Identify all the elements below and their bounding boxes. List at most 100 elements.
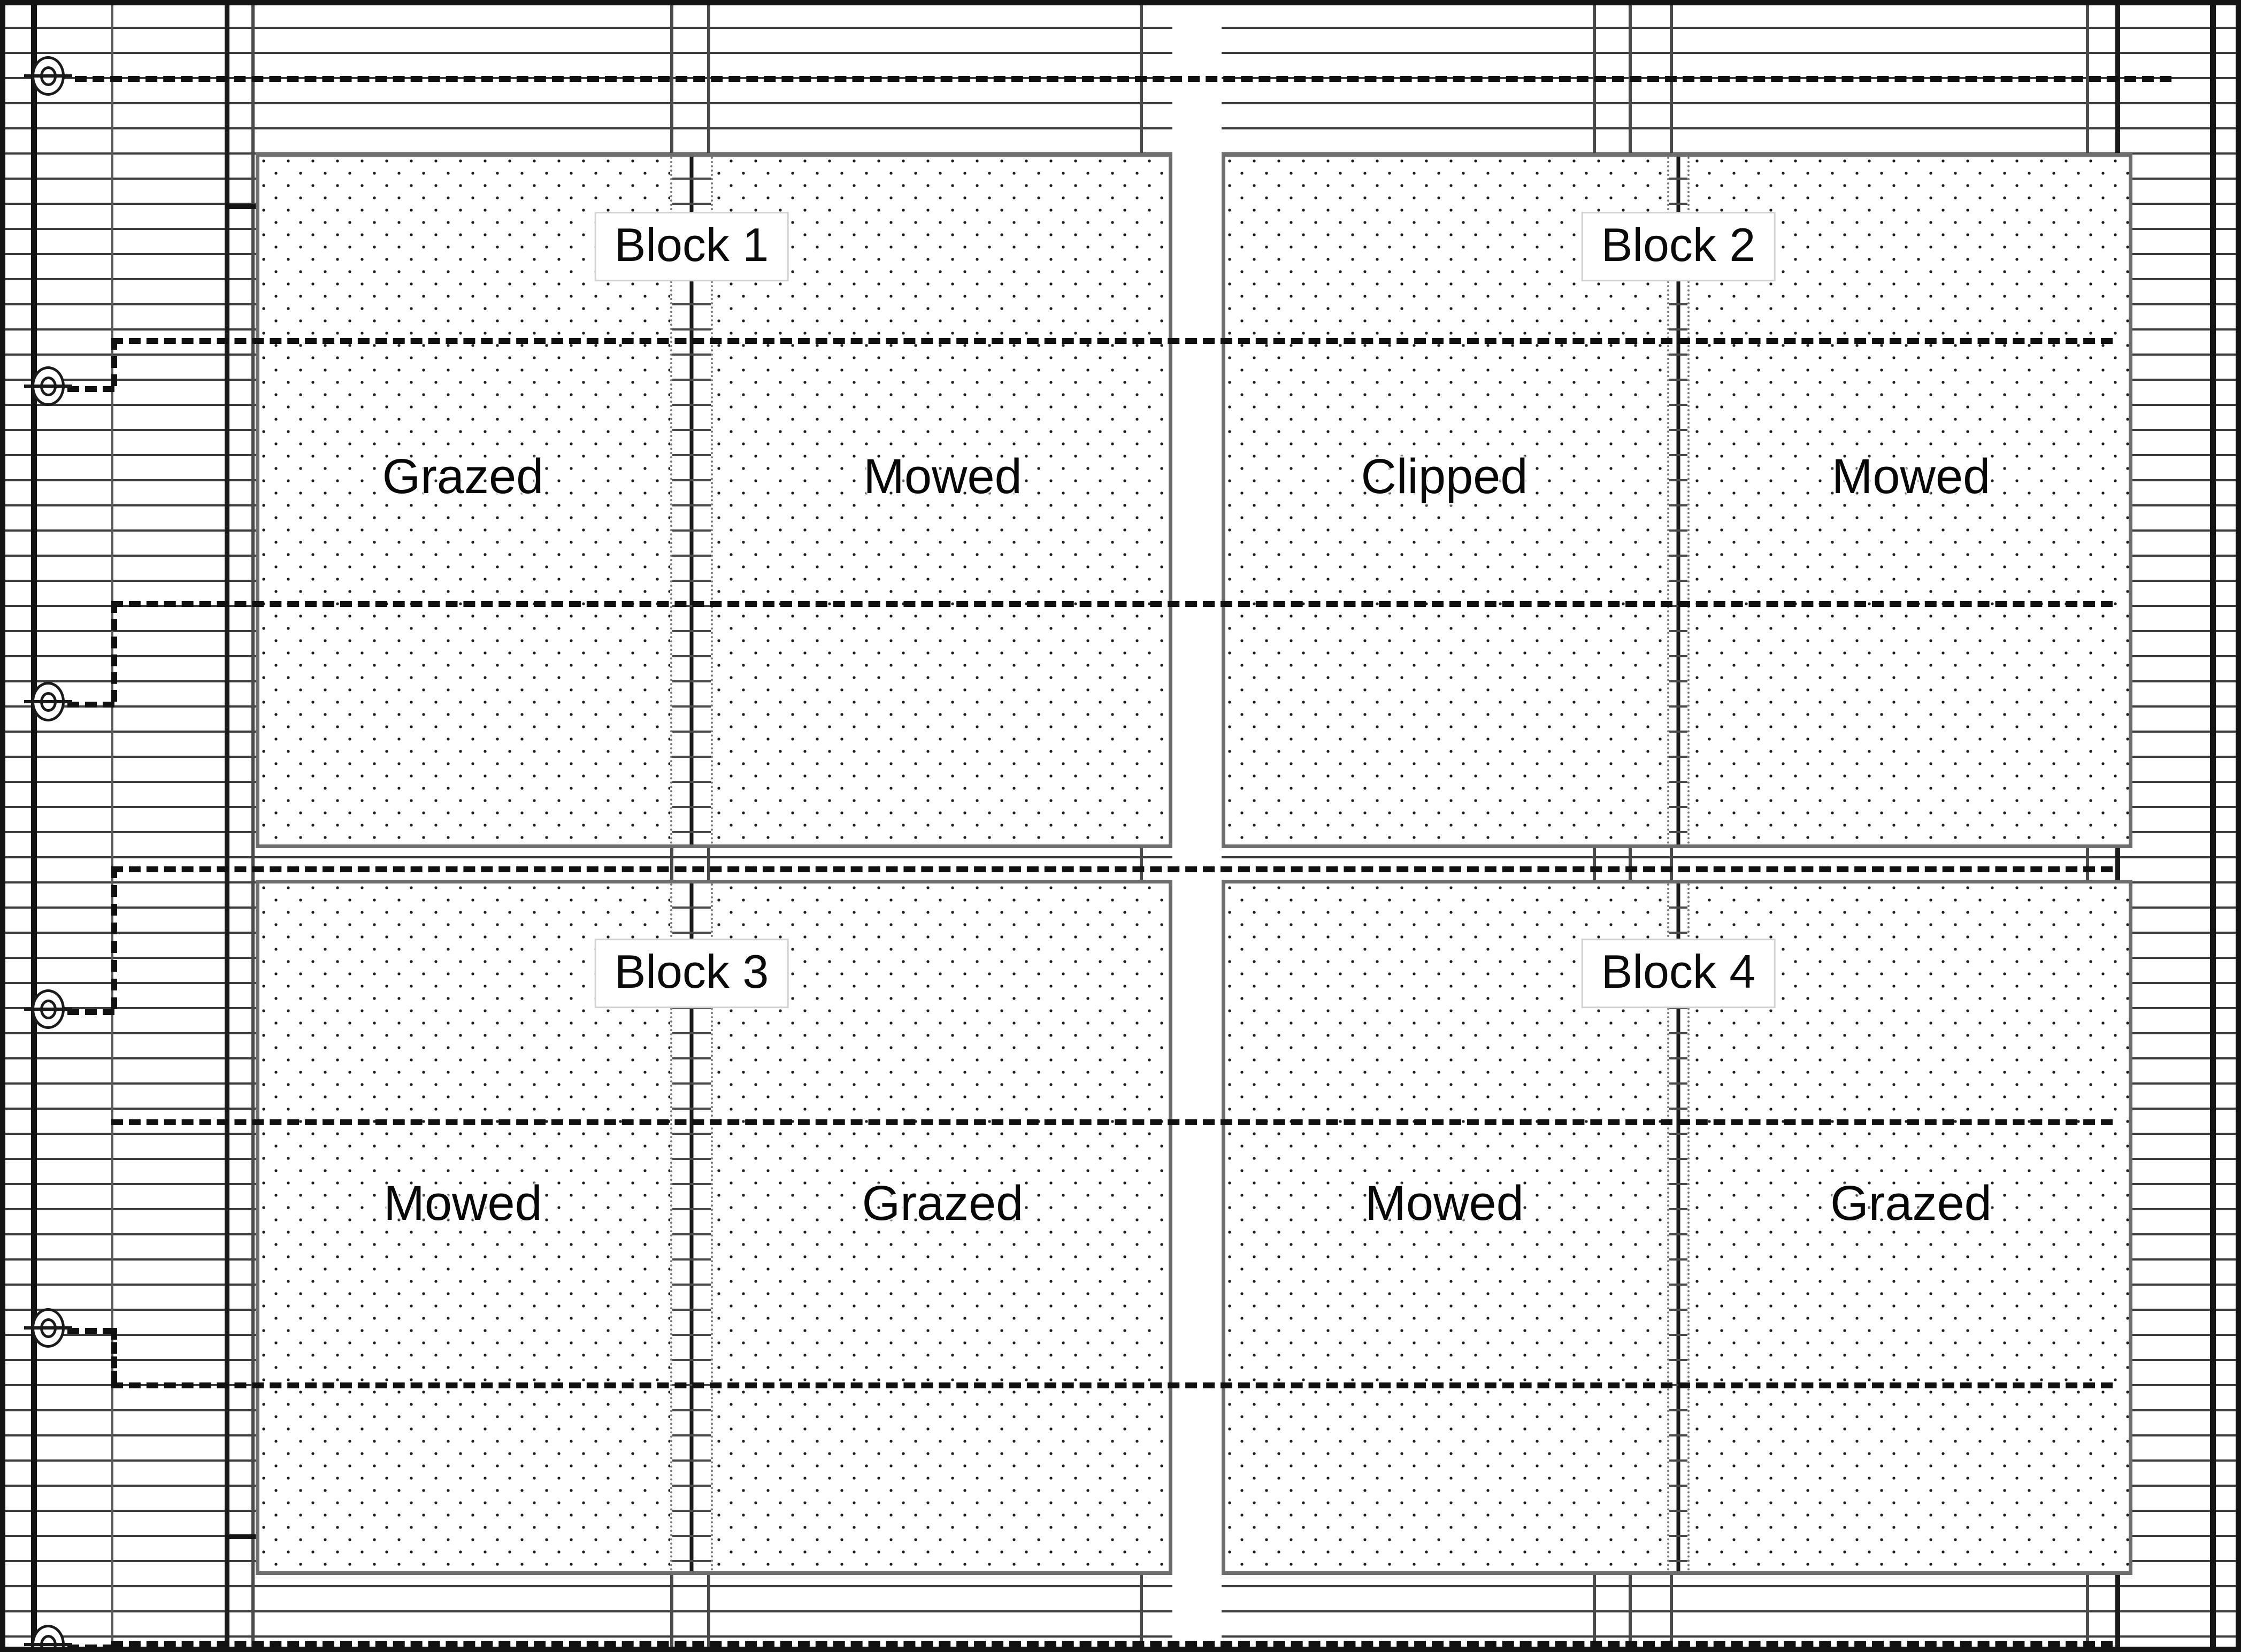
rule-line: [0, 856, 2241, 858]
lane-rule-line: [1669, 831, 1687, 833]
lane-rule-line: [672, 1032, 711, 1034]
lane-rule-line: [672, 354, 711, 356]
lane-rule-line: [672, 1233, 711, 1235]
rule-line: [0, 1610, 2241, 1612]
dashed-tie-line-stub: [67, 1645, 114, 1650]
lane-rule-line: [672, 1560, 711, 1562]
lane-rule-line: [1669, 1434, 1687, 1436]
lane-rule-line: [672, 1183, 711, 1185]
lane-rule-line: [672, 1258, 711, 1261]
lane-rule-line: [672, 1007, 711, 1009]
lane-rule-line: [672, 504, 711, 506]
dashed-tie-line-vertical: [111, 338, 117, 386]
lane-rule-line: [672, 655, 711, 657]
lane-rule-line: [672, 781, 711, 783]
lane-rule-line: [672, 932, 711, 934]
lane-rule-line: [672, 1535, 711, 1537]
lane-rule-line: [1669, 1183, 1687, 1185]
dashed-tie-line-stub: [67, 386, 114, 392]
lane-rule-line: [672, 479, 711, 481]
block-4-plot-left-treatment-label: Mowed: [1365, 1176, 1524, 1231]
lane-rule-line: [672, 1459, 711, 1462]
lane-rule-line: [1669, 504, 1687, 506]
lane-rule-line: [1669, 1334, 1687, 1336]
lane-rule-line: [672, 328, 711, 331]
lane-rule-line: [672, 379, 711, 381]
column-gap: [1172, 0, 1222, 1652]
lane-rule-line: [672, 1485, 711, 1487]
lane-rule-line: [672, 1108, 711, 1110]
vertical-rule: [2210, 0, 2216, 1652]
lane-rule-line: [1669, 429, 1687, 431]
lane-rule-line: [1669, 354, 1687, 356]
block-2-label: Block 2: [1581, 212, 1776, 281]
block-2-plot-right-treatment-label: Mowed: [1831, 449, 1991, 504]
dashed-tie-line-stub: [67, 1328, 114, 1334]
lane-rule-line: [1669, 1359, 1687, 1361]
lane-rule-line: [672, 429, 711, 431]
lane-rule-line: [1669, 630, 1687, 632]
lane-rule-line: [1669, 1208, 1687, 1210]
lane-rule-line: [1669, 781, 1687, 783]
lane-rule-line: [1669, 705, 1687, 708]
lane-rule-line: [1669, 1007, 1687, 1009]
lane-rule-line: [1669, 1560, 1687, 1562]
marker-crossbar: [24, 385, 72, 388]
lane-rule-line: [1669, 529, 1687, 532]
lane-rule-line: [1669, 1510, 1687, 1512]
lane-rule-line: [1669, 1258, 1687, 1261]
lane-rule-line: [1669, 1082, 1687, 1085]
lane-rule-line: [1669, 906, 1687, 909]
rule-line: [0, 1585, 2241, 1587]
dashed-tie-line-stub: [67, 702, 114, 708]
block-3-split-rule: [689, 883, 694, 1571]
lane-rule-line: [1669, 404, 1687, 406]
lane-rule-line: [672, 1359, 711, 1361]
lane-rule-line: [1669, 1409, 1687, 1411]
block-1-plot-right-treatment-label: Mowed: [863, 449, 1022, 504]
survey-marker-icon: [24, 56, 72, 96]
lane-rule-line: [1669, 655, 1687, 657]
lane-rule-line: [672, 1158, 711, 1160]
dashed-centre-line: [111, 1641, 2113, 1647]
lane-rule-line: [672, 705, 711, 708]
lane-rule-line: [672, 1309, 711, 1311]
survey-marker-icon: [24, 1625, 72, 1652]
lane-rule-line: [672, 178, 711, 180]
vertical-rule: [31, 0, 37, 1652]
survey-marker-icon: [24, 366, 72, 406]
vertical-rule: [111, 0, 113, 1652]
lane-rule-line: [672, 1409, 711, 1411]
lane-rule-line: [1669, 680, 1687, 682]
block-4-label: Block 4: [1581, 939, 1776, 1008]
block-2-plot-left-treatment-label: Clipped: [1361, 449, 1528, 504]
lane-rule-line: [672, 1082, 711, 1085]
lane-rule-line: [672, 1434, 711, 1436]
rule-line: [0, 52, 2241, 54]
block-1-split-rule: [689, 157, 694, 844]
survey-marker-icon: [24, 682, 72, 721]
lane-rule-line: [1669, 303, 1687, 305]
block-1-plot-left-treatment-label: Grazed: [382, 449, 544, 504]
block-3-plot-right-treatment-label: Grazed: [862, 1176, 1024, 1231]
lane-rule-line: [1669, 806, 1687, 808]
dashed-centre-line: [111, 338, 2113, 344]
block-3-plot-left-treatment-label: Mowed: [383, 1176, 542, 1231]
lane-rule-line: [672, 555, 711, 557]
dashed-tie-line-stub: [67, 1009, 114, 1015]
dashed-centre-line: [75, 76, 2171, 82]
rule-line: [0, 27, 2241, 29]
block-4[interactable]: [1222, 880, 2132, 1575]
dashed-centre-line: [111, 1382, 2113, 1388]
rule-line: [0, 1635, 2241, 1638]
lane-rule-line: [1669, 203, 1687, 205]
lane-rule-line: [1669, 731, 1687, 733]
rule-line: [0, 127, 2241, 129]
lane-rule-line: [1669, 479, 1687, 481]
block-3-label: Block 3: [594, 939, 789, 1008]
lane-rule-line: [672, 303, 711, 305]
lane-rule-line: [672, 731, 711, 733]
lane-rule-line: [1669, 178, 1687, 180]
survey-marker-icon: [24, 989, 72, 1029]
